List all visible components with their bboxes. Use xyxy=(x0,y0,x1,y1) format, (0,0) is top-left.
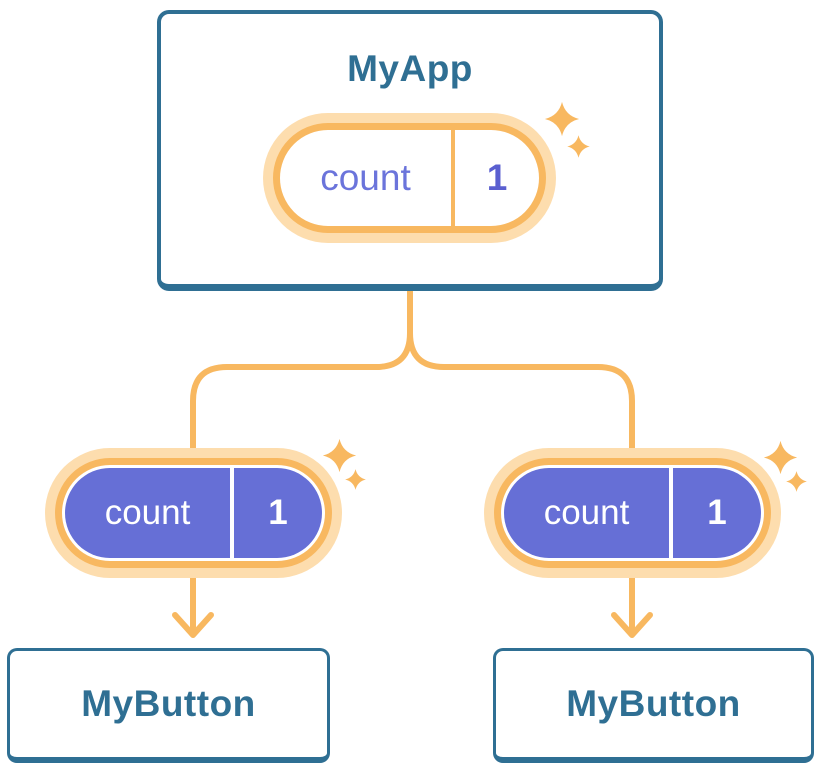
left-child-state-value: 1 xyxy=(268,493,288,532)
left-child-state-pill: count 1 xyxy=(55,458,332,568)
left-child-state-pill-body: count 1 xyxy=(65,468,322,558)
fork-line-right xyxy=(407,287,635,459)
right-child-state-pill: count 1 xyxy=(494,458,771,568)
right-child-state-pill-body: count 1 xyxy=(504,468,761,558)
parent-state-pill: count 1 xyxy=(273,123,546,233)
left-child-component-title: MyButton xyxy=(81,683,256,724)
right-child-state-value: 1 xyxy=(707,493,727,532)
sparkle-icon xyxy=(321,437,358,474)
right-child-component-title: MyButton xyxy=(566,683,741,724)
arrow-head-right xyxy=(611,612,653,638)
sparkle-icon xyxy=(344,468,367,491)
right-child-component-card: MyButton xyxy=(493,648,814,763)
parent-state-label: count xyxy=(280,130,455,226)
sparkle-icon xyxy=(762,439,799,476)
fork-line-left xyxy=(190,287,413,459)
left-child-component-card: MyButton xyxy=(7,648,330,763)
arrow-head-left xyxy=(172,612,214,638)
parent-component-title: MyApp xyxy=(347,48,473,89)
parent-state-value: 1 xyxy=(486,157,508,198)
right-child-state-label: count xyxy=(504,468,673,558)
left-child-state-label: count xyxy=(65,468,234,558)
sparkle-icon xyxy=(566,134,591,159)
sparkle-icon xyxy=(543,100,581,138)
sparkle-icon xyxy=(785,470,808,493)
